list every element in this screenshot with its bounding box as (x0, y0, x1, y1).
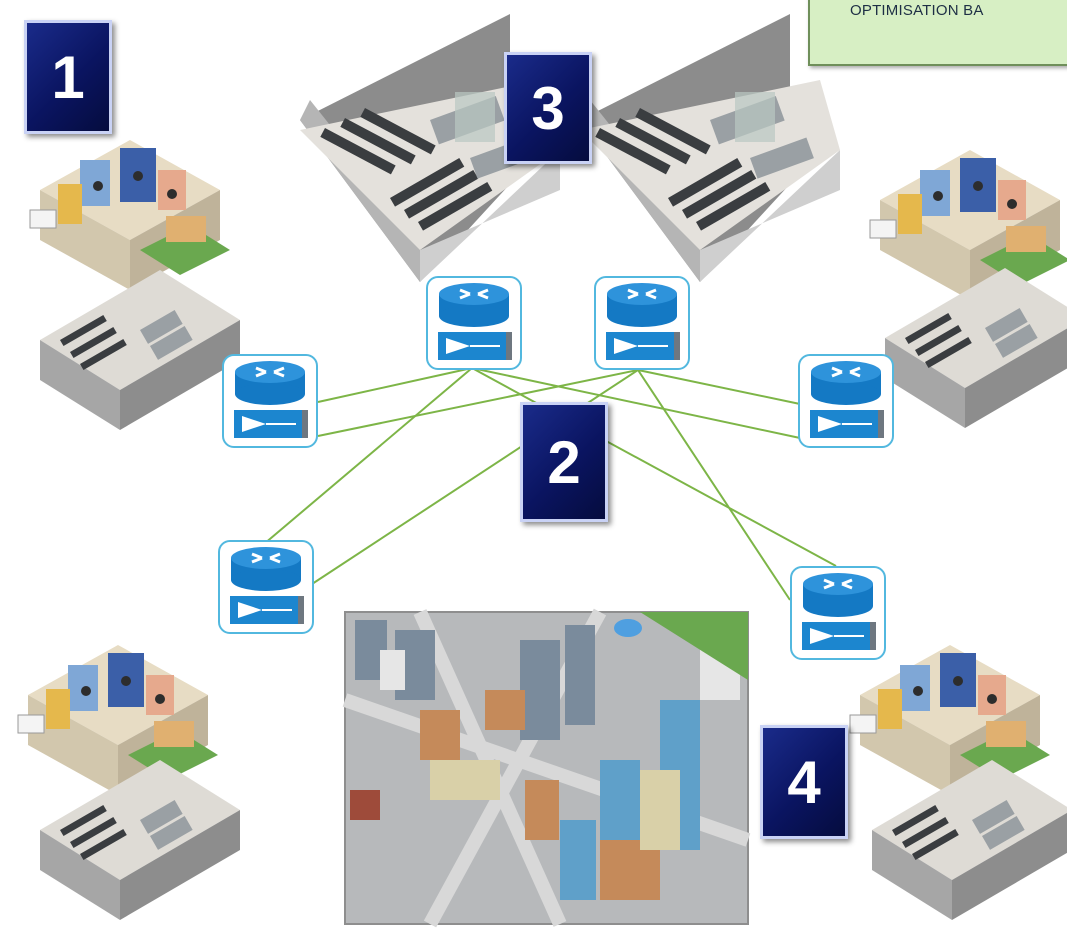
router-branch-bottom-right[interactable] (790, 566, 886, 660)
data-center-icon (300, 14, 560, 282)
router-datacenter-left[interactable] (426, 276, 522, 370)
link-line (471, 367, 801, 439)
badge-2: 2 (520, 402, 608, 522)
router-icon (606, 283, 680, 360)
link-line (471, 367, 837, 567)
router-branch-top-right[interactable] (798, 354, 894, 448)
link-line (637, 369, 801, 405)
router-icon (234, 361, 308, 438)
router-icon (810, 361, 884, 438)
callout-text: OPTIMISATION BA (850, 2, 984, 19)
badge-3: 3 (504, 52, 592, 164)
badge-1: 1 (24, 20, 112, 134)
link-line (637, 369, 791, 601)
router-branch-top-left[interactable] (222, 354, 318, 448)
router-icon (438, 283, 512, 360)
link-line (263, 367, 473, 545)
callout-box: OPTIMISATION BA (808, 0, 1067, 66)
link-line (317, 369, 639, 437)
router-icon (230, 547, 304, 624)
router-icon (802, 573, 876, 650)
data-center-icon (580, 14, 840, 282)
router-branch-bottom-left[interactable] (218, 540, 314, 634)
router-datacenter-right[interactable] (594, 276, 690, 370)
link-line (317, 367, 473, 403)
badge-4: 4 (760, 725, 848, 839)
